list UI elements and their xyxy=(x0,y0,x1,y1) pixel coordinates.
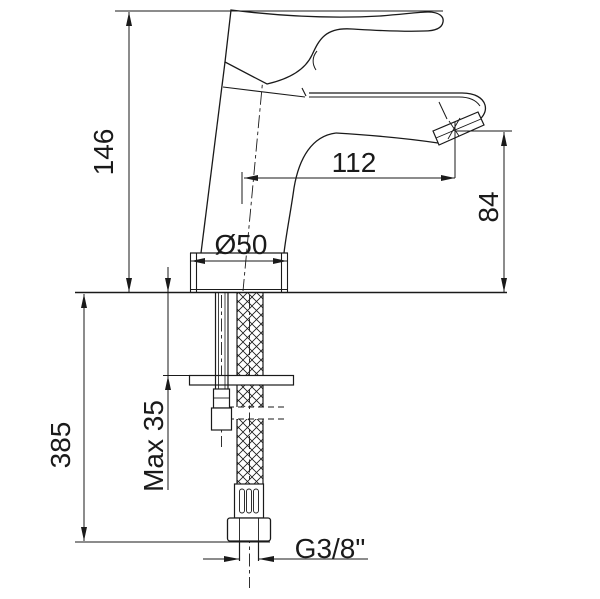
hose-braid-upper xyxy=(237,293,263,376)
stud-nut-upper xyxy=(212,388,231,409)
arrowhead xyxy=(441,175,455,181)
overall-height-label: 146 xyxy=(88,128,119,176)
body-notch xyxy=(301,87,307,97)
spout-top-edge xyxy=(309,92,487,123)
faucet-body xyxy=(200,9,487,254)
dimension-overall-height xyxy=(115,10,443,292)
body-axis-centerline xyxy=(242,44,267,292)
arrowhead xyxy=(258,556,274,562)
thread-size-label: G3/8" xyxy=(294,533,366,564)
body-shoulder-line xyxy=(222,86,306,98)
spout-tip-tick xyxy=(438,101,448,120)
dimension-base-diameter xyxy=(191,258,287,264)
mounting-plate xyxy=(188,374,295,386)
arrowhead xyxy=(224,556,240,562)
arrowhead xyxy=(501,278,507,292)
arrowhead xyxy=(165,376,171,390)
arrowhead xyxy=(81,294,87,308)
arrowhead xyxy=(501,132,507,146)
body-right-edge xyxy=(283,132,337,254)
hose-ferrule xyxy=(233,483,265,519)
spout-underside xyxy=(335,132,439,144)
handle-lever xyxy=(224,9,444,85)
arrowhead xyxy=(273,258,287,264)
threaded-stud xyxy=(210,293,233,431)
arrowhead xyxy=(191,258,205,264)
dimension-thread-size xyxy=(203,556,368,562)
spout-reach-label: 112 xyxy=(331,147,377,178)
handle-detail-arc xyxy=(312,50,318,71)
base-diameter-label: Ø50 xyxy=(214,229,268,260)
max-deck-thickness-label: Max 35 xyxy=(138,400,169,492)
hose-braid-mid xyxy=(237,385,263,407)
base-flange xyxy=(189,252,289,292)
supply-hose xyxy=(228,293,284,484)
hose-braid-lower xyxy=(237,419,263,484)
body-left-edge xyxy=(200,61,226,254)
spout-outlet-height-label: 84 xyxy=(473,191,504,223)
dimension-spout-outlet-height xyxy=(455,130,512,292)
hose-break-symbol xyxy=(228,406,284,420)
dimension-max-deck-thickness xyxy=(163,267,190,490)
hose-nut xyxy=(226,517,272,542)
arrowhead xyxy=(81,527,87,541)
aerator xyxy=(432,111,485,146)
arrowhead xyxy=(126,12,132,26)
arrowhead xyxy=(165,278,171,292)
dimension-below-deck-length xyxy=(75,294,270,543)
below-deck-length-label: 385 xyxy=(45,421,76,469)
spout-inner-line xyxy=(309,96,481,107)
connection-pipe xyxy=(238,541,260,561)
arrowhead xyxy=(244,175,258,181)
stud-nut-lower xyxy=(210,407,233,431)
arrowhead xyxy=(126,278,132,292)
